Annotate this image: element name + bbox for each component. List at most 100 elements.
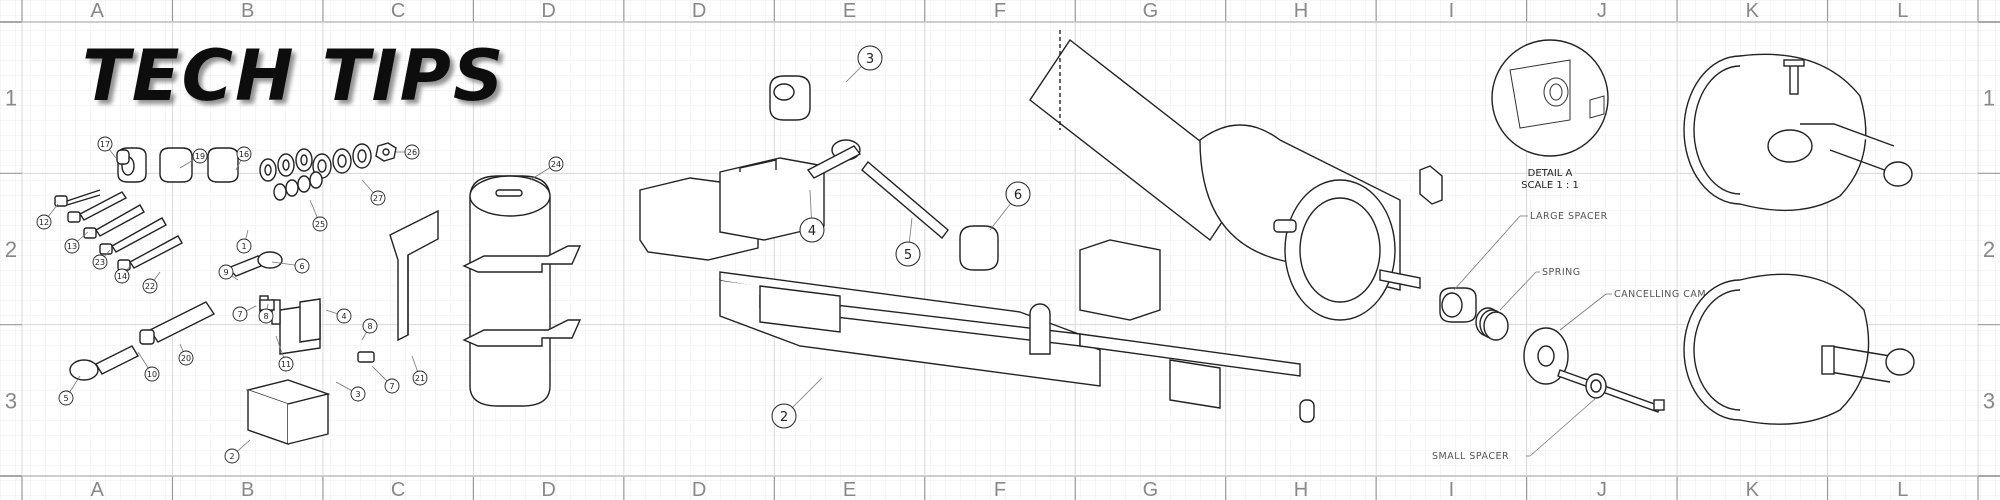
column-label: G	[1143, 479, 1159, 500]
callout-balloon	[114, 268, 130, 284]
callout-number: 22	[145, 282, 155, 291]
row-label: 1	[5, 86, 17, 111]
row-label: 3	[5, 388, 17, 413]
column-label: G	[1143, 0, 1159, 22]
callout-balloon	[1005, 181, 1031, 207]
callout-balloon	[58, 390, 74, 406]
column-label: F	[994, 479, 1006, 500]
label-small-spacer: SMALL SPACER	[1432, 451, 1509, 462]
callout-balloon	[218, 264, 234, 280]
detail-a-scale: SCALE 1 : 1	[1521, 180, 1579, 191]
callout-number: 26	[407, 148, 417, 157]
callout-number: 27	[373, 194, 383, 203]
callout-balloon	[144, 366, 160, 382]
callout-number: 21	[415, 374, 425, 383]
callout-balloon	[895, 241, 921, 267]
callout-balloon	[771, 403, 797, 429]
callout-number: 4	[808, 224, 816, 239]
column-label: B	[241, 0, 254, 22]
callout-number: 2	[229, 452, 234, 461]
callout-balloon	[64, 238, 80, 254]
column-label: K	[1746, 479, 1760, 500]
callout-number: 9	[223, 268, 228, 277]
callout-balloon	[412, 370, 428, 386]
column-label: C	[391, 0, 405, 22]
callout-number: 7	[237, 310, 242, 319]
callout-number: 6	[299, 262, 304, 271]
row-label: 3	[1983, 388, 1995, 413]
callout-number: 5	[904, 248, 912, 263]
callout-balloon	[236, 146, 252, 162]
column-label: H	[1294, 479, 1308, 500]
label-large-spacer: LARGE SPACER	[1530, 211, 1608, 222]
callout-number: 1	[241, 242, 246, 251]
column-label: D	[692, 0, 706, 22]
detail-a-title: DETAIL A	[1528, 168, 1573, 179]
callout-number: 6	[1014, 188, 1022, 203]
callout-balloon	[362, 318, 378, 334]
callout-number: 10	[147, 370, 157, 379]
column-label: A	[91, 0, 105, 22]
callout-balloon	[548, 156, 564, 172]
column-label: K	[1746, 0, 1760, 22]
callout-balloon	[336, 308, 352, 324]
column-label: D	[541, 479, 555, 500]
callout-number: 2	[780, 410, 788, 425]
callout-balloon	[404, 144, 420, 160]
callout-balloon	[370, 190, 386, 206]
column-label: J	[1597, 479, 1607, 500]
callout-balloon	[92, 254, 108, 270]
callout-balloon	[384, 378, 400, 394]
callout-number: 4	[341, 312, 346, 321]
callout-number: 8	[367, 322, 372, 331]
callout-number: 23	[95, 258, 105, 267]
label-spring: SPRING	[1542, 267, 1581, 278]
detail-a-view: DETAIL A SCALE 1 : 1	[1491, 39, 1609, 191]
callout-number: 25	[315, 220, 325, 229]
row-label: 1	[1983, 86, 1995, 111]
callout-balloon	[178, 350, 194, 366]
row-labels-right: 1 2 3	[1983, 86, 1995, 414]
row-label: 2	[5, 237, 17, 262]
callout-balloon	[236, 238, 252, 254]
steering-column: LARGE SPACER SPRING CANCELLING CAM SMALL…	[1029, 30, 1706, 462]
callout-number: 24	[551, 160, 561, 169]
callout-number: 14	[117, 272, 127, 281]
callout-balloon	[312, 216, 328, 232]
callout-number: 3	[355, 390, 360, 399]
row-label: 2	[1983, 237, 1995, 262]
column-label: I	[1449, 479, 1455, 500]
callout-balloon	[36, 214, 52, 230]
column-label: B	[241, 479, 254, 500]
column-label: L	[1897, 0, 1908, 22]
callout-balloon	[192, 148, 208, 164]
callout-number: 5	[63, 394, 68, 403]
label-cancelling-cam: CANCELLING CAM	[1614, 289, 1706, 300]
callout-balloon	[278, 356, 294, 372]
callout-number: 8	[263, 312, 268, 321]
column-label: E	[843, 0, 856, 22]
callout-balloon	[799, 217, 825, 243]
callout-balloon	[350, 386, 366, 402]
callout-number: 16	[239, 150, 249, 159]
callout-number: 12	[39, 218, 49, 227]
callout-balloon	[142, 278, 158, 294]
column-label: A	[91, 479, 105, 500]
callout-number: 20	[181, 354, 191, 363]
column-label: F	[994, 0, 1006, 22]
callout-number: 11	[281, 360, 291, 369]
column-shroud-views	[1683, 53, 1915, 425]
callout-balloon	[224, 448, 240, 464]
column-label: I	[1449, 0, 1455, 22]
callout-balloon	[258, 308, 274, 324]
row-labels-left: 1 2 3	[5, 86, 17, 414]
callout-number: 17	[100, 140, 110, 149]
callout-balloon	[857, 45, 883, 71]
callout-number: 13	[67, 242, 77, 251]
column-label: C	[391, 479, 405, 500]
